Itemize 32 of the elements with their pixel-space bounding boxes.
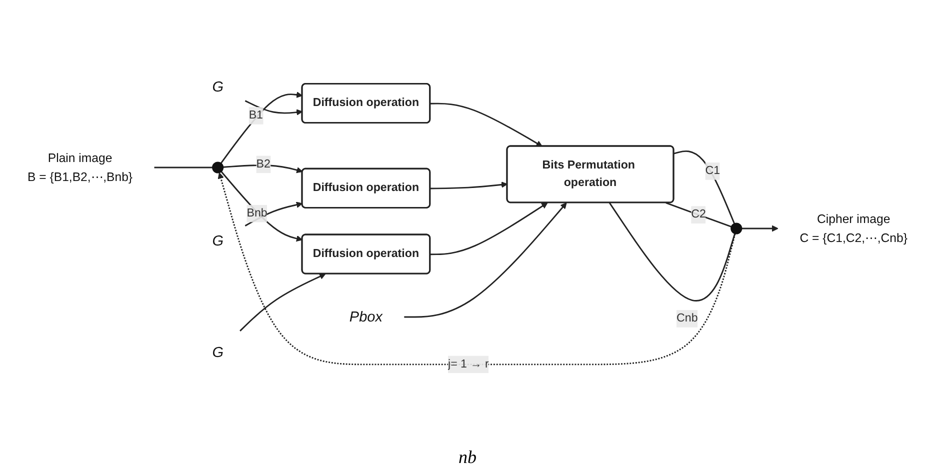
arrow xyxy=(218,172,736,366)
node-circle xyxy=(730,222,742,234)
arrow xyxy=(404,202,567,318)
edge-label: Bnb xyxy=(246,207,268,220)
node-text: G xyxy=(212,79,224,96)
node-text: G xyxy=(212,344,224,361)
edge-label: C2 xyxy=(691,208,706,221)
arrow xyxy=(220,171,303,242)
connector xyxy=(154,166,212,168)
node-circle xyxy=(212,162,224,174)
connector xyxy=(608,202,736,302)
node-text: G xyxy=(212,233,224,250)
node-text: Plain image B = {B1,B2,⋯,Bnb} xyxy=(28,151,133,184)
arrow xyxy=(244,202,303,226)
edge-label: C1 xyxy=(705,164,720,177)
edge-label: B2 xyxy=(256,158,270,170)
arrow xyxy=(430,102,542,147)
connector xyxy=(674,150,735,224)
arrow xyxy=(223,164,303,174)
arrow xyxy=(430,182,508,190)
arrow xyxy=(240,273,326,332)
node-text: Pbox xyxy=(349,309,382,325)
connector xyxy=(666,202,732,228)
edge-label: j= 1 → r xyxy=(448,358,489,370)
edge-label: B1 xyxy=(248,109,263,122)
arrow xyxy=(742,225,778,232)
node-text: Cipher image C = {C1,C2,⋯,Cnb} xyxy=(800,212,908,244)
bus-width-label: nb xyxy=(458,447,476,467)
arrow xyxy=(244,100,303,116)
arrow xyxy=(220,92,303,164)
edge-label: Cnb xyxy=(676,312,698,325)
arrow xyxy=(430,202,548,256)
